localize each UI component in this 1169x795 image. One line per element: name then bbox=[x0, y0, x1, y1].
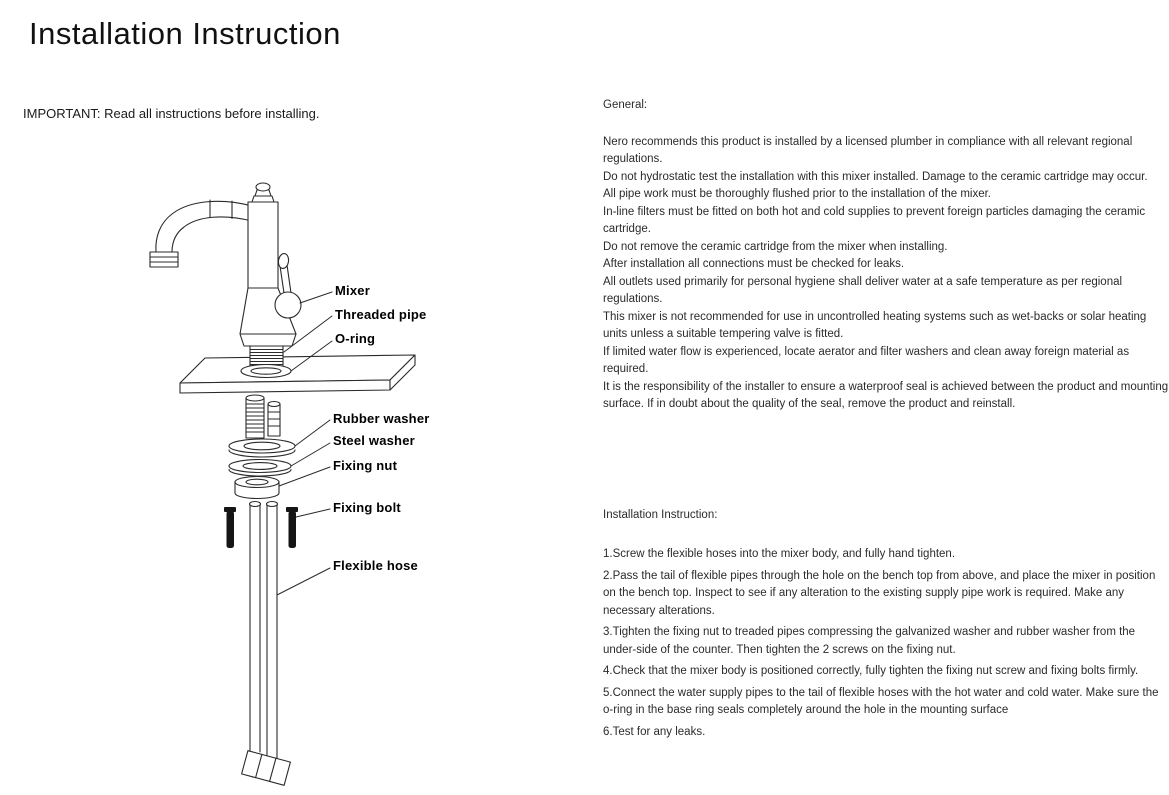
installation-step: 5.Connect the water supply pipes to the … bbox=[603, 686, 1159, 717]
instructions-column: General: Nero recommends this product is… bbox=[603, 97, 1169, 745]
installation-step: 2.Pass the tail of flexible pipes throug… bbox=[603, 569, 1156, 617]
diagram-label-threaded-pipe: Threaded pipe bbox=[335, 307, 427, 322]
diagram-label-rubber-washer: Rubber washer bbox=[333, 411, 430, 426]
general-paragraph: Do not hydrostatic test the installation… bbox=[603, 170, 1148, 183]
rubber-washer-part bbox=[228, 438, 296, 458]
leader-lines bbox=[276, 291, 333, 596]
page-title: Installation Instruction bbox=[29, 16, 341, 51]
general-heading: General: bbox=[603, 99, 648, 111]
diagram-label-mixer: Mixer bbox=[335, 283, 370, 298]
installation-heading: Installation Instruction: bbox=[603, 508, 718, 521]
bench-top bbox=[179, 354, 416, 394]
diagram-label-o-ring: O-ring bbox=[335, 331, 376, 346]
general-paragraph: After installation all connections must … bbox=[603, 258, 905, 270]
general-paragraph: In-line filters must be fitted on both h… bbox=[603, 205, 1146, 236]
general-paragraph: Nero recommends this product is installe… bbox=[603, 135, 1133, 166]
diagram-label-fixing-nut: Fixing nut bbox=[333, 458, 398, 473]
diagram-label-fixing-bolt: Fixing bolt bbox=[333, 500, 401, 515]
general-paragraph: All pipe work must be thoroughly flushed… bbox=[603, 188, 992, 200]
diagram-label-steel-washer: Steel washer bbox=[333, 433, 415, 448]
general-paragraph: It is the responsibility of the installe… bbox=[603, 380, 1169, 411]
flexible-hose-group bbox=[241, 500, 291, 786]
fixing-nut-part bbox=[234, 475, 280, 500]
spout bbox=[149, 199, 253, 268]
installation-step: 4.Check that the mixer body is positione… bbox=[603, 665, 1139, 677]
mixer-body bbox=[239, 182, 302, 379]
steel-washer-part bbox=[228, 458, 292, 477]
threaded-tails bbox=[245, 394, 281, 439]
installation-step: 1.Screw the flexible hoses into the mixe… bbox=[603, 548, 956, 560]
general-paragraph: Do not remove the ceramic cartridge from… bbox=[603, 240, 948, 253]
general-paragraph: This mixer is not recommended for use in… bbox=[603, 310, 1147, 341]
fixing-bolt-parts bbox=[224, 507, 298, 548]
installation-step: 3.Tighten the fixing nut to treaded pipe… bbox=[603, 626, 1136, 656]
faucet-exploded-diagram bbox=[149, 182, 416, 786]
general-paragraph: All outlets used primarily for personal … bbox=[603, 275, 1123, 306]
general-paragraph: If limited water flow is experienced, lo… bbox=[603, 345, 1130, 376]
important-note: IMPORTANT: Read all instructions before … bbox=[23, 106, 320, 121]
diagram-label-flexible-hose: Flexible hose bbox=[333, 558, 418, 573]
installation-step: 6.Test for any leaks. bbox=[603, 725, 706, 738]
